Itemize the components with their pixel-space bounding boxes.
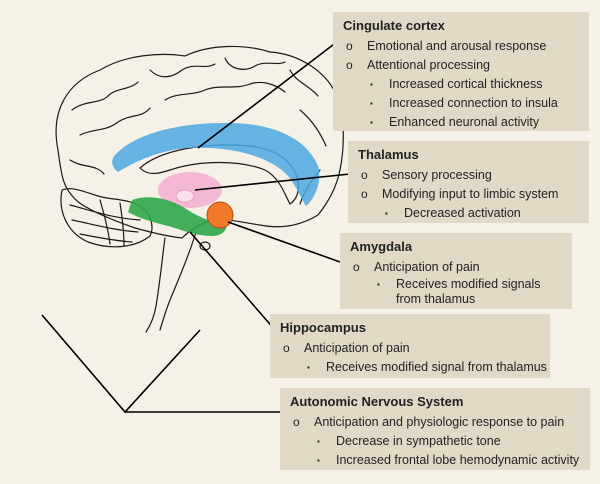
hippocampus-subitem: ▪Receives modified signal from thalamus [307,360,547,374]
cerebellum-fold [71,219,139,233]
ans-bracket [41,314,201,414]
amygdala-subitem: ▪Receives modified signals from thalamus [377,277,541,306]
cingulate-subitem: ▪Increased cortical thickness [370,77,543,91]
gyrus-line [149,63,216,78]
cingulate-subitem: ▪Enhanced neuronal activity [370,115,540,129]
thalamus-title: Thalamus [358,147,419,162]
amygdala-region [206,201,234,229]
gyrus-line [299,109,327,147]
cerebellum-fold [119,202,125,247]
gyrus-line [79,107,151,136]
brainstem [159,231,197,331]
leader-lines [41,37,351,414]
cerebrum-outline [55,45,344,239]
gyrus-line [71,81,139,111]
thalamus-leader [194,173,351,191]
thalamus-region [158,172,222,208]
cerebellum-fold [99,199,111,245]
cingulate-region [112,123,320,206]
cingulate-title: Cingulate cortex [343,18,445,33]
cingulate-leader [197,37,343,149]
thalamus-subitem: ▪Decreased activation [385,206,521,220]
hippocampus-title: Hippocampus [280,320,366,335]
hippocampus-region [128,197,227,236]
brainstem [145,237,166,333]
ans-subitem: ▪Increased frontal lobe hemodynamic acti… [317,453,580,467]
amygdala-title: Amygdala [350,239,413,254]
cerebellum-fold [69,204,141,221]
gyrus-line [69,159,105,175]
amygdala-leader [227,221,341,263]
gyrus-line [164,81,286,101]
thalamus-core [175,189,195,203]
ans-title: Autonomic Nervous System [290,394,464,409]
cerebellum [60,188,153,248]
ans-subitem: ▪Decrease in sympathetic tone [317,434,501,448]
hippocampus-leader [189,231,276,331]
cerebellum-fold [79,233,133,243]
gyrus-line [289,69,319,97]
cingulate-subitem: ▪Increased connection to insula [370,96,558,110]
gyrus-line [224,57,286,70]
